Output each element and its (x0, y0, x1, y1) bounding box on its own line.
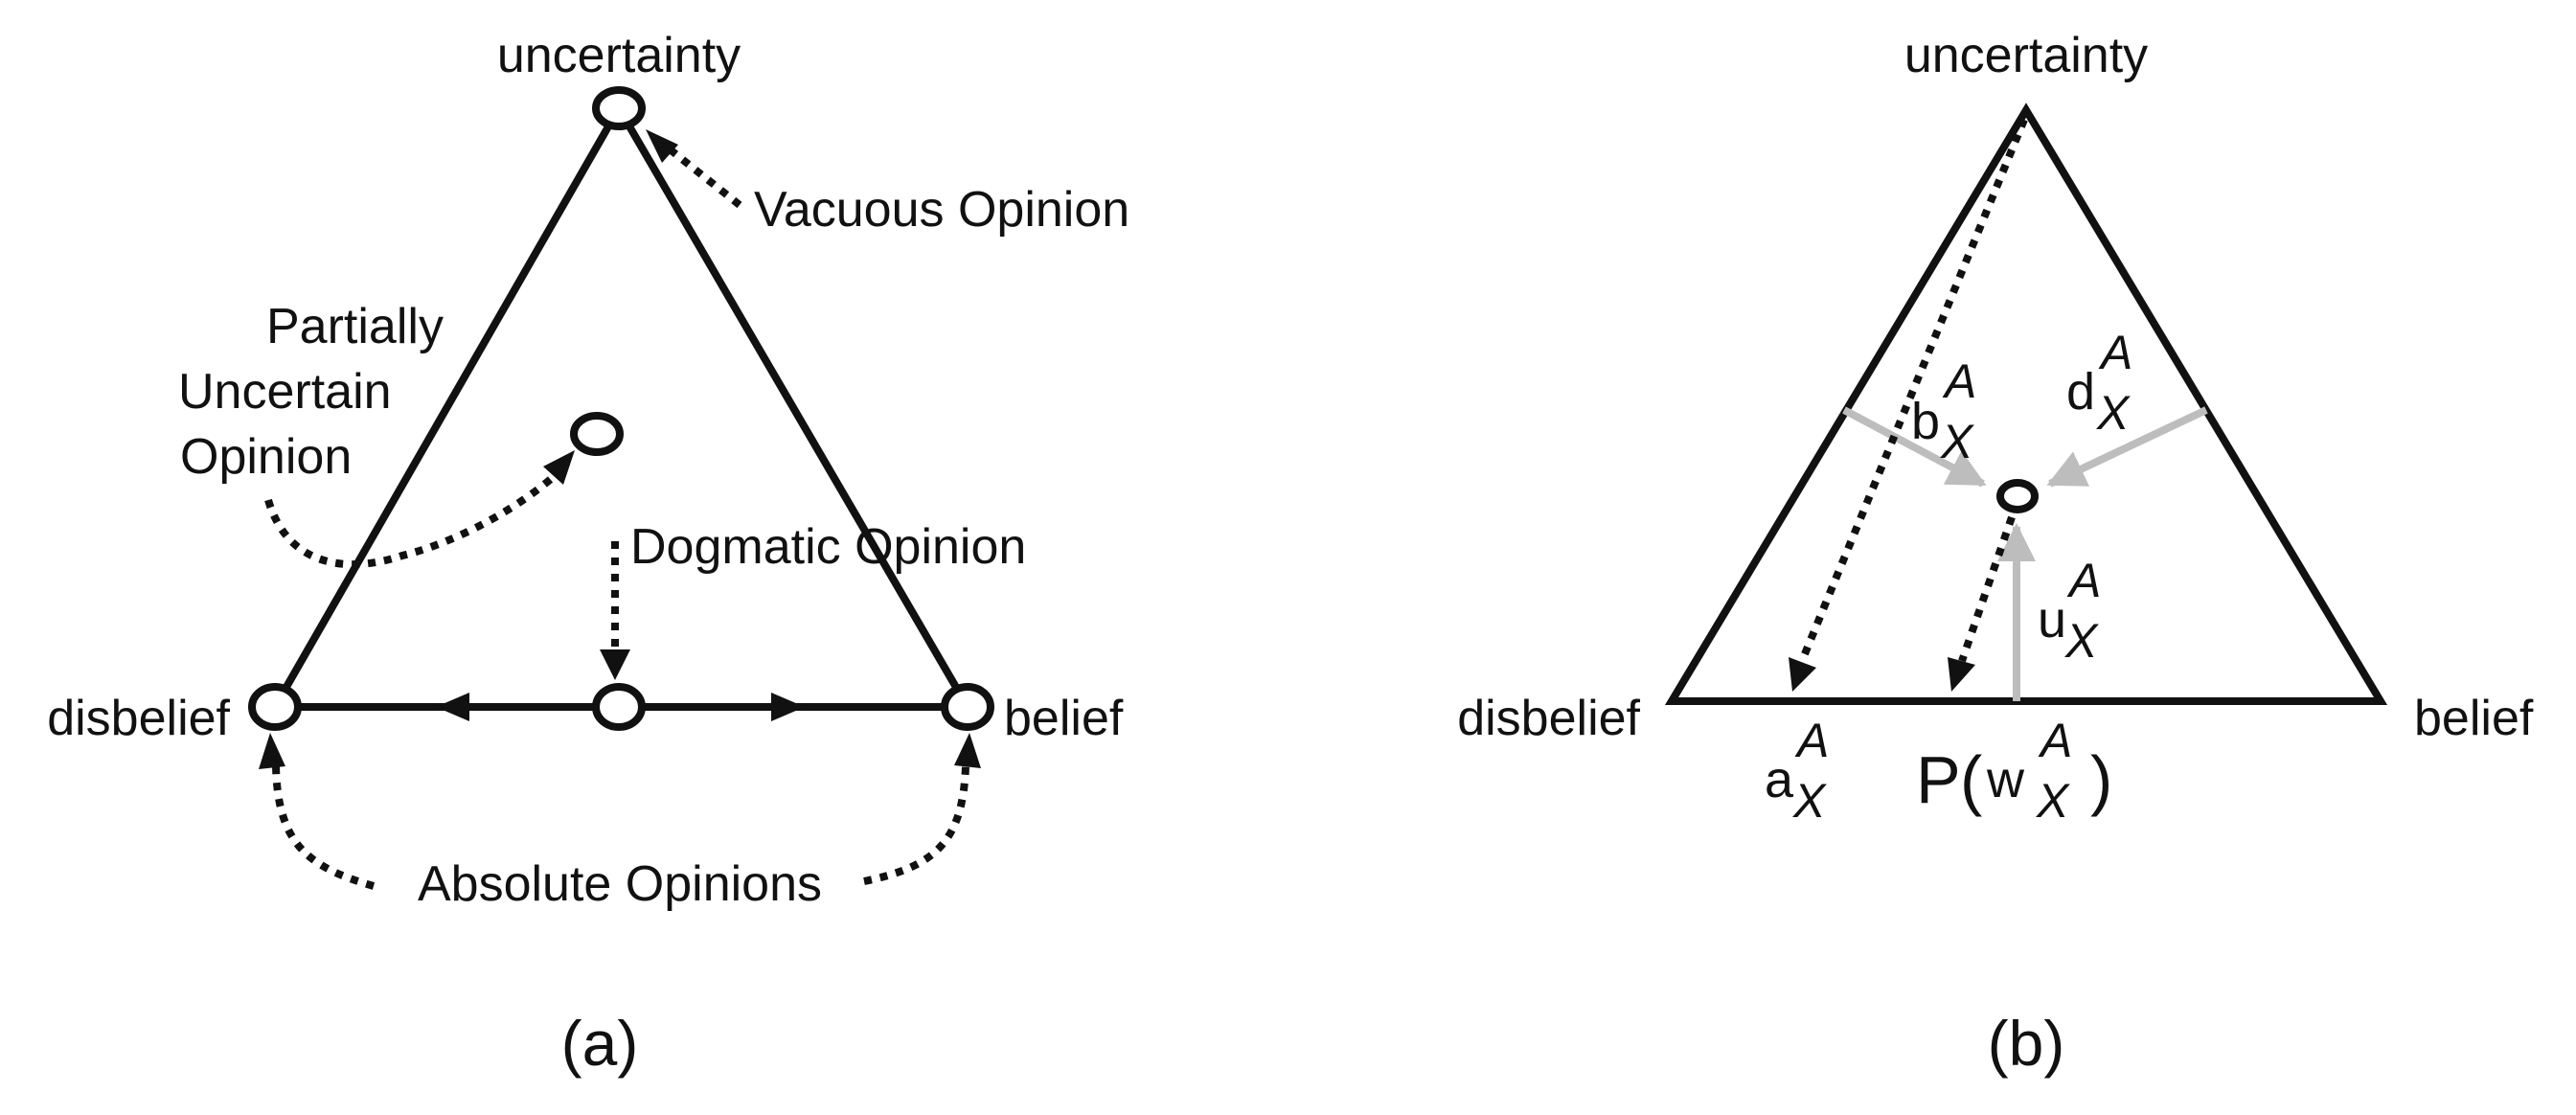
absolute-opinions-label: Absolute Opinions (418, 856, 822, 912)
projected-probability-w: w (1986, 751, 2025, 808)
disbelief-symbol: d A X (2066, 326, 2132, 440)
base-rate-arrowhead (1789, 657, 1816, 692)
uncertainty-symbol: u A X (2038, 554, 2101, 668)
disbelief-symbol-base: d (2066, 363, 2095, 421)
base-rate-symbol-sub: X (1792, 774, 1827, 828)
vacuous-opinion-circle (592, 86, 646, 130)
partial-arrowhead (543, 450, 575, 485)
partial-opinion-circle (570, 412, 624, 456)
vertex-label-belief-a: belief (1004, 691, 1124, 746)
vertex-label-disbelief-b: disbelief (1457, 691, 1640, 746)
belief-symbol: b A X (1911, 354, 1976, 468)
belief-projection-arrow (1842, 406, 1987, 488)
base-arrowhead-left (436, 693, 469, 721)
absolute-disbelief-circle (248, 683, 302, 731)
vertex-label-uncertainty-a: uncertainty (497, 28, 741, 83)
panel-a: uncertainty disbelief belief Vacuous Opi… (47, 28, 1129, 1079)
belief-symbol-sub: X (1940, 415, 1974, 468)
panel-b: uncertainty disbelief belief b A X d A X… (1457, 28, 2534, 1079)
base-arrowhead-right (771, 693, 805, 721)
projected-probability-arrow (1958, 515, 2016, 663)
uncertainty-symbol-sub: X (2064, 614, 2099, 668)
dogmatic-arrowhead (600, 649, 630, 680)
absolute-opinion-arrow-left (272, 765, 376, 890)
dogmatic-opinion-label: Dogmatic Opinion (630, 519, 1026, 575)
absolute-arrowhead-left (259, 733, 285, 769)
disbelief-symbol-sup: A (2098, 326, 2132, 379)
panel-b-caption: (b) (1988, 1008, 2065, 1079)
projected-probability-p: P (1916, 742, 1961, 817)
opinion-point-circle (1996, 479, 2039, 513)
belief-symbol-sup: A (1942, 354, 1976, 408)
dogmatic-opinion-circle (592, 683, 646, 731)
vacuous-opinion-arrow (656, 137, 742, 209)
partial-opinion-label-line1: Partially (266, 299, 444, 354)
vertex-label-disbelief-a: disbelief (47, 691, 230, 746)
projected-probability-sup: A (2038, 714, 2072, 767)
partial-opinion-label-line2: Uncertain (178, 364, 392, 420)
partial-opinion-label-line3: Opinion (180, 429, 352, 485)
projected-probability-close: ) (2090, 742, 2112, 817)
uncertainty-symbol-sup: A (2066, 554, 2101, 607)
partial-opinion-arrow (264, 475, 554, 569)
panel-a-caption: (a) (561, 1008, 639, 1079)
vacuous-arrowhead (646, 129, 678, 163)
projected-probability-sub: X (2036, 774, 2070, 828)
absolute-arrowhead-right (954, 733, 981, 768)
absolute-opinion-arrow-right (863, 765, 969, 885)
disbelief-symbol-sub: X (2096, 386, 2131, 440)
vertex-label-uncertainty-b: uncertainty (1904, 28, 2148, 83)
projected-probability-open: ( (1960, 742, 1982, 817)
base-rate-symbol-base: a (1765, 751, 1794, 808)
absolute-belief-circle (941, 683, 994, 731)
base-rate-symbol-sup: A (1794, 714, 1829, 767)
opinion-triangle-b (1664, 102, 2388, 705)
vacuous-opinion-label: Vacuous Opinion (754, 182, 1129, 238)
projected-probability-symbol: P ( w A X ) (1916, 714, 2112, 828)
projected-probability-arrowhead (1948, 657, 1975, 692)
vertex-label-belief-b: belief (2414, 691, 2534, 746)
uncertainty-symbol-base: u (2038, 591, 2066, 649)
belief-symbol-base: b (1911, 393, 1940, 450)
disbelief-projection-arrow (2046, 406, 2208, 488)
base-rate-symbol: a A X (1765, 714, 1829, 828)
